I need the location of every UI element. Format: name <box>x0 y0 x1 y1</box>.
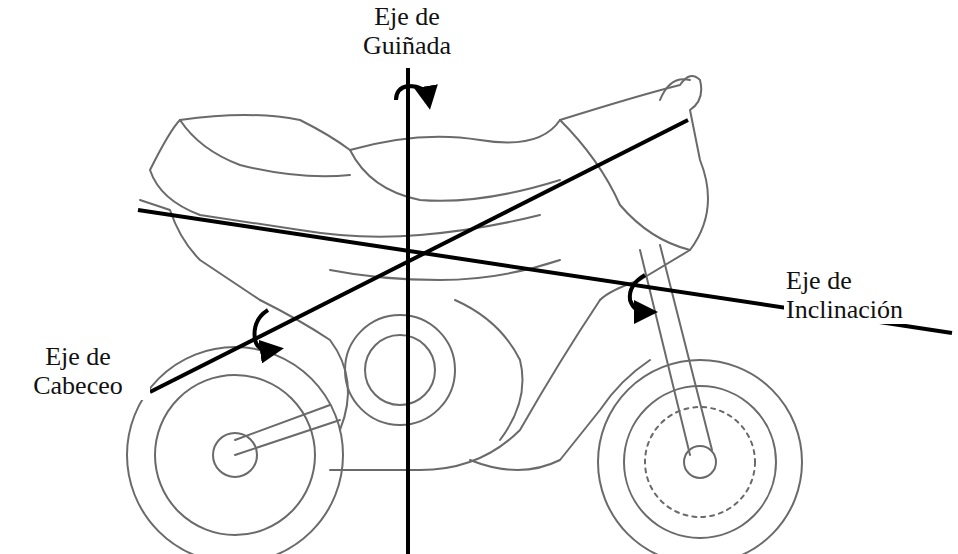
yaw-axis <box>406 68 410 554</box>
axis-label: Eje de Guiñada <box>330 2 484 60</box>
axis-label: Eje de Inclinación <box>784 266 954 324</box>
axis-label: Eje de Cabeceo <box>6 342 150 400</box>
pitch-axis <box>150 120 688 392</box>
roll-rotation-arrow <box>630 275 646 312</box>
rotation-arrows <box>255 86 646 350</box>
yaw-rotation-arrow <box>396 86 428 100</box>
motorcycle-sketch <box>127 76 802 554</box>
pitch-rotation-arrow <box>255 310 272 350</box>
